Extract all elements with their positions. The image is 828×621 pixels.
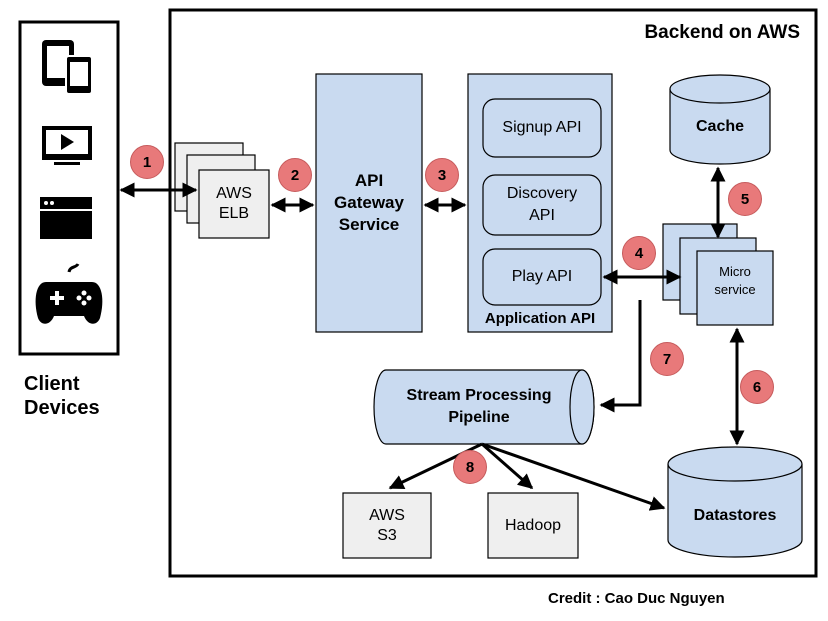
hadoop-label: Hadoop [504, 516, 562, 534]
elb-box [198, 169, 270, 239]
step-badge-7: 7 [650, 342, 684, 376]
discovery-api-box [482, 174, 602, 236]
elb-label: AWS ELB [216, 185, 252, 222]
step-badge-8: 8 [453, 450, 487, 484]
credit-label: Credit : Cao Duc Nguyen [548, 590, 725, 607]
application-api-label: Application API [484, 310, 596, 327]
stream-pipeline-cylinder [373, 369, 595, 445]
stream-pipeline-label: Stream Processing Pipeline [406, 387, 552, 426]
connector-stream-hadoop [481, 442, 534, 490]
cache-label: Cache [695, 118, 745, 135]
client-devices-label: Client Devices [24, 373, 100, 419]
gamepad-icon [35, 263, 103, 324]
browser-window-icon [40, 197, 92, 239]
connector-micro-stream [599, 300, 642, 413]
step-badge-3: 3 [425, 158, 459, 192]
step-badge-4: 4 [622, 236, 656, 270]
api-gateway-box [315, 73, 423, 333]
discovery-api-label: Discovery API [506, 185, 578, 224]
tv-play-icon [42, 126, 92, 165]
signup-api-label: Signup API [502, 119, 582, 136]
step-badge-1: 1 [130, 145, 164, 179]
play-api-label: Play API [511, 268, 573, 285]
s3-label: AWS S3 [369, 506, 405, 544]
datastores-cylinder [667, 446, 803, 558]
step-badge-2: 2 [278, 158, 312, 192]
micro-service-label: Micro service [714, 264, 756, 297]
signup-api-box [482, 98, 602, 158]
cache-cylinder [669, 74, 771, 165]
s3-box [342, 492, 432, 559]
play-api-box [482, 248, 602, 306]
step-badge-5: 5 [728, 182, 762, 216]
connector-stream-datastores [481, 442, 666, 511]
tablet-phone-icon [42, 40, 93, 95]
api-gateway-label: API Gateway Service [334, 171, 404, 234]
hadoop-box [487, 492, 579, 559]
step-badge-6: 6 [740, 370, 774, 404]
backend-title: Backend on AWS [644, 22, 800, 43]
datastores-label: Datastores [693, 507, 777, 524]
micro-service-box [696, 250, 774, 326]
